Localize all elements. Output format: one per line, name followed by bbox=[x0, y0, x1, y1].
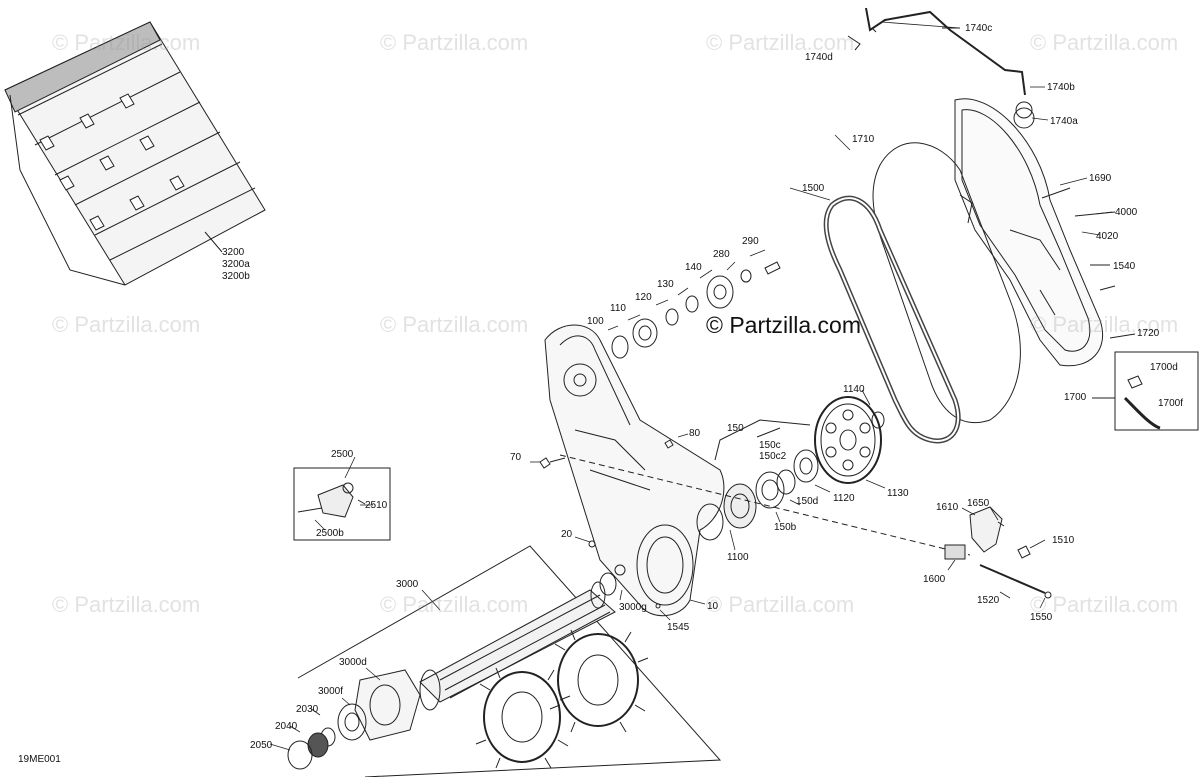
callout-1520: 1520 bbox=[977, 595, 1000, 606]
callout-1130: 1130 bbox=[887, 488, 909, 499]
drive-shaft-drawing bbox=[297, 545, 722, 777]
inset-2500-box bbox=[293, 467, 391, 541]
callout-4020: 4020 bbox=[1096, 231, 1119, 242]
callout-1600: 1600 bbox=[923, 574, 946, 585]
callout-140: 140 bbox=[685, 262, 702, 273]
callout-1510: 1510 bbox=[1052, 535, 1075, 546]
callout-1710: 1710 bbox=[852, 134, 875, 145]
callout-1740b: 1740b bbox=[1047, 82, 1075, 93]
callout-1700: 1700 bbox=[1064, 392, 1087, 403]
watermark: © Partzilla.com bbox=[52, 592, 201, 617]
callout-1545: 1545 bbox=[667, 622, 690, 633]
callout-110: 110 bbox=[610, 303, 626, 314]
callout-150d: 150d bbox=[796, 496, 819, 507]
watermark: © Partzilla.com bbox=[380, 592, 529, 617]
chain-1500-drawing bbox=[823, 195, 961, 444]
callout-10: 10 bbox=[707, 601, 719, 612]
callout-3000f: 3000f bbox=[318, 686, 344, 697]
upper-shaft-parts-drawing bbox=[611, 261, 781, 359]
watermark: © Partzilla.com bbox=[380, 30, 529, 55]
watermark: © Partzilla.com bbox=[706, 592, 855, 617]
callout-1120: 1120 bbox=[833, 493, 855, 504]
callout-1740d: 1740d bbox=[805, 52, 833, 63]
callout-70: 70 bbox=[510, 452, 522, 463]
axis-dashed-line bbox=[559, 454, 971, 556]
callout-1740a: 1740a bbox=[1050, 116, 1078, 127]
callout-3000d: 3000d bbox=[339, 657, 367, 668]
callout-130: 130 bbox=[657, 279, 674, 290]
callout-80: 80 bbox=[689, 428, 701, 439]
drive-sprocket-right-drawing bbox=[549, 629, 649, 733]
hose-1740-drawing bbox=[847, 7, 1035, 129]
callout-150b: 150b bbox=[774, 522, 797, 533]
watermark: © Partzilla.com bbox=[52, 312, 201, 337]
callout-1720: 1720 bbox=[1137, 328, 1160, 339]
callout-1610: 1610 bbox=[936, 502, 959, 513]
callout-3000g: 3000g bbox=[619, 602, 647, 613]
callout-3200b: 3200b bbox=[222, 271, 250, 282]
watermark: © Partzilla.com bbox=[1030, 592, 1179, 617]
callout-100: 100 bbox=[587, 316, 604, 327]
callout-1700d: 1700d bbox=[1150, 362, 1178, 373]
callout-1740c: 1740c bbox=[965, 23, 993, 34]
watermark: © Partzilla.com bbox=[380, 312, 529, 337]
callout-3200a: 3200a bbox=[222, 259, 250, 270]
watermark: © Partzilla.com bbox=[52, 30, 201, 55]
bearing-assembly-drawing bbox=[696, 419, 819, 541]
callout-2500: 2500 bbox=[331, 449, 354, 460]
tensioner-drawing bbox=[944, 506, 1052, 599]
callout-150c: 150c bbox=[759, 440, 781, 451]
diagram-id: 19ME001 bbox=[18, 754, 61, 765]
callout-3200: 3200 bbox=[222, 247, 245, 258]
callout-1550: 1550 bbox=[1030, 612, 1053, 623]
inset-1700-box bbox=[1092, 351, 1199, 431]
hardware-drawing bbox=[539, 439, 674, 609]
callout-4000: 4000 bbox=[1115, 207, 1138, 218]
callout-1540: 1540 bbox=[1113, 261, 1136, 272]
callout-150: 150 bbox=[727, 423, 744, 434]
shaft-end-parts-drawing bbox=[287, 669, 421, 770]
sprocket-1130-drawing bbox=[814, 396, 885, 484]
callout-1100: 1100 bbox=[727, 552, 749, 563]
chaincase-housing-drawing bbox=[544, 324, 725, 617]
callout-2050: 2050 bbox=[250, 740, 273, 751]
callout-1700f: 1700f bbox=[1158, 398, 1184, 409]
callout-1690: 1690 bbox=[1089, 173, 1112, 184]
callout-2030: 2030 bbox=[296, 704, 319, 715]
callout-1500: 1500 bbox=[802, 183, 825, 194]
watermark: © Partzilla.com bbox=[1030, 30, 1179, 55]
central-watermark: © Partzilla.com bbox=[706, 312, 861, 338]
watermark: © Partzilla.com bbox=[1030, 312, 1179, 337]
callout-120: 120 bbox=[635, 292, 652, 303]
callout-2510: 2510 bbox=[365, 500, 388, 511]
callout-150c2: 150c2 bbox=[759, 451, 787, 462]
callout-290: 290 bbox=[742, 236, 759, 247]
callout-280: 280 bbox=[713, 249, 730, 260]
callout-2040: 2040 bbox=[275, 721, 298, 732]
callout-3000: 3000 bbox=[396, 579, 419, 590]
leader-lines bbox=[269, 21, 1113, 751]
track-drawing bbox=[4, 21, 266, 286]
callout-1140: 1140 bbox=[843, 384, 865, 395]
callout-1650: 1650 bbox=[967, 498, 990, 509]
drive-sprocket-left-drawing bbox=[475, 667, 571, 769]
callout-20: 20 bbox=[561, 529, 573, 540]
watermark: © Partzilla.com bbox=[706, 30, 855, 55]
callout-2500b: 2500b bbox=[316, 528, 344, 539]
